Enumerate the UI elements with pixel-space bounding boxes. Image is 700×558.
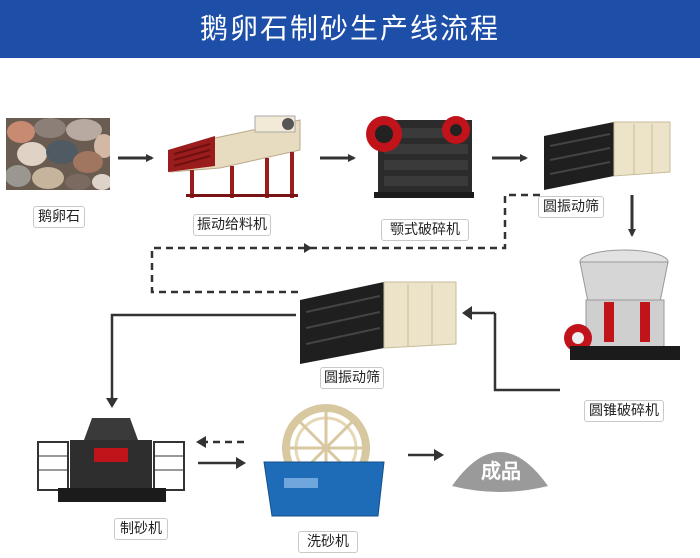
arrow-cone-to-screen2: [493, 313, 560, 392]
arrow-screen2-to-sandmaker: [110, 313, 296, 398]
jaw-crusher-image: [366, 116, 474, 198]
sand-maker-image: [37, 418, 185, 502]
page-title: 鹅卵石制砂生产线流程: [199, 12, 500, 45]
product-pile-image: [452, 452, 548, 492]
product-label: 成品: [481, 459, 521, 483]
arrow-cone-to-screen2-head: [462, 306, 472, 320]
sand-washer-label: 洗砂机: [298, 531, 358, 553]
cone-crusher-image: [564, 249, 680, 360]
vibrating-feeder-image: [168, 115, 301, 198]
jaw-crusher-label: 颚式破碎机: [381, 219, 469, 241]
dashed-return-head: [304, 243, 312, 253]
pebble-label: 鹅卵石: [33, 206, 85, 228]
circular-screen-1-label: 圆振动筛: [538, 196, 604, 218]
title-banner: [0, 0, 700, 58]
circular-screen-2-label: 圆振动筛: [320, 367, 384, 389]
vibrating-feeder-label: 振动给料机: [193, 214, 271, 236]
sand-maker-label: 制砂机: [114, 518, 168, 540]
circular-screen-1-image: [544, 121, 671, 190]
sand-washer-image: [263, 404, 385, 517]
pebble-image: [6, 118, 110, 190]
cone-crusher-label: 圆锥破碎机: [584, 400, 664, 422]
dashed-return-line: [150, 193, 540, 294]
circular-screen-2-image: [300, 281, 457, 364]
